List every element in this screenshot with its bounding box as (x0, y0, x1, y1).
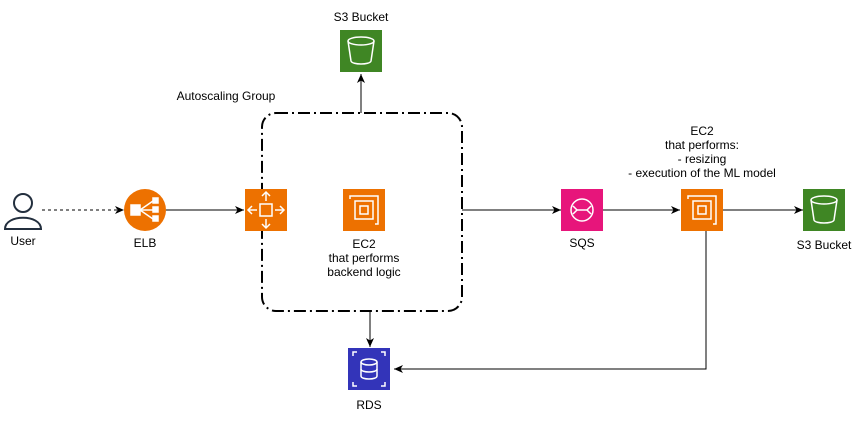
user-label: User (10, 234, 36, 248)
s3-bucket-icon (340, 30, 382, 72)
s3-bucket-icon (803, 189, 845, 231)
sqs-queue-icon (561, 189, 603, 231)
rds-label: RDS (356, 398, 382, 412)
sqs-label: SQS (569, 236, 595, 250)
ec2-instance-icon (343, 189, 385, 231)
load-balancer-icon (124, 189, 166, 231)
user-icon (3, 193, 43, 230)
edge-ec2-to-rds (394, 231, 707, 373)
ec2-worker-label: EC2 that performs: - resizing - executio… (628, 124, 776, 180)
rds-database-icon (348, 348, 390, 390)
ec2-instance-icon (681, 189, 723, 231)
autoscaling-icon (245, 189, 287, 231)
s3-right-label: S3 Bucket (796, 238, 852, 252)
ec2-backend-label: EC2 that performs backend logic (327, 237, 401, 279)
autoscaling-group-label: Autoscaling Group (176, 89, 276, 103)
s3-top-label: S3 Bucket (333, 10, 389, 24)
elb-label: ELB (133, 236, 157, 250)
